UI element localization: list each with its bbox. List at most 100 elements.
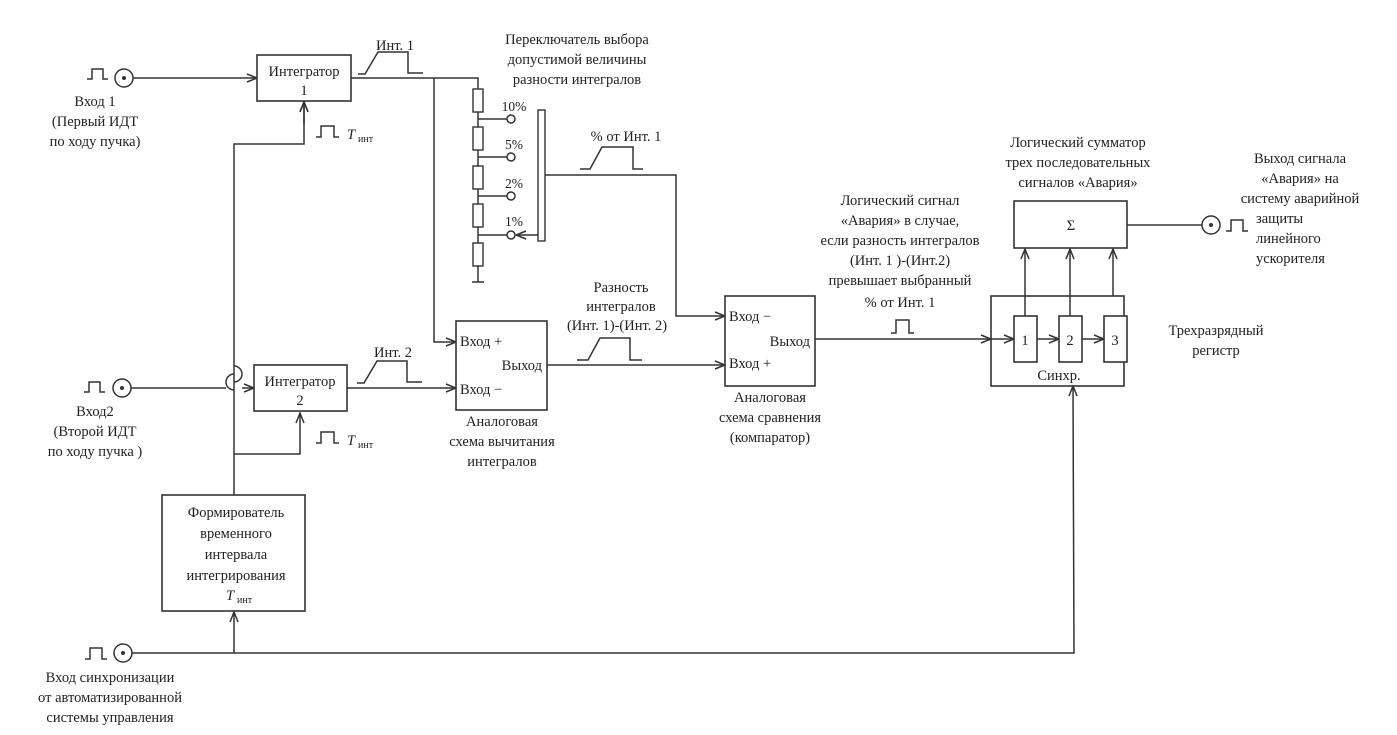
int1-gate-sub: инт — [358, 134, 374, 145]
resistor-icon — [472, 126, 484, 151]
percent-switch: Переключатель выбора допустимой величины… — [472, 32, 649, 283]
ramp-wave-icon — [580, 146, 643, 170]
pulse-icon — [84, 381, 105, 393]
diff-label-3: (Инт. 1)-(Инт. 2) — [567, 318, 667, 334]
subtractor-caption-2: схема вычитания — [449, 434, 555, 450]
tap-5-label: 5% — [505, 137, 523, 152]
resistor-icon — [472, 165, 484, 190]
switch-title-1: Переключатель выбора — [505, 32, 649, 48]
tap-2-label: 2% — [505, 176, 523, 191]
pulse-icon — [87, 68, 108, 80]
timer-T: T — [226, 588, 235, 604]
comparator-caption-2: схема сравнения — [719, 410, 821, 426]
integration-timer[interactable]: Формирователь временного интервала интег… — [161, 494, 306, 612]
alarm-note-5: превышает выбранный — [829, 273, 972, 289]
comparator-caption-1: Аналоговая — [734, 390, 806, 406]
logic-adder[interactable]: Σ — [1013, 200, 1128, 249]
connector-dot — [1209, 223, 1213, 227]
tap-1-label: 1% — [505, 214, 523, 229]
pulse-icon — [316, 431, 339, 444]
int2-gate-T: T — [347, 433, 356, 449]
output-label-2: «Авария» на — [1261, 171, 1339, 187]
input-1-desc-2: по ходу пучка) — [50, 134, 141, 150]
tap-1-terminal[interactable] — [506, 230, 516, 240]
wire-crossover-hop — [225, 373, 235, 391]
comparator-out: Выход — [770, 334, 811, 350]
wire-switch-to-comparator — [545, 174, 725, 316]
wire-sync-to-register — [132, 386, 1074, 654]
timer-box[interactable] — [161, 494, 306, 612]
int2-signal-label: Инт. 2 — [374, 345, 412, 361]
connector-dot — [122, 76, 126, 80]
switch-output-label: % от Инт. 1 — [591, 129, 662, 145]
integrator-1[interactable]: Интегратор 1 — [256, 54, 352, 102]
tap-10-label: 10% — [502, 99, 527, 114]
shift-register[interactable]: 1 2 3 Синхр. — [990, 295, 1128, 387]
integrator-1-box[interactable] — [256, 54, 352, 102]
pulse-icon — [85, 647, 107, 660]
register-cell-3-label: 3 — [1111, 333, 1118, 349]
register-caption-2: регистр — [1192, 343, 1240, 359]
int1-signal-label: Инт. 1 — [376, 38, 414, 54]
sigma-icon: Σ — [1067, 218, 1075, 234]
connector-dot — [120, 386, 124, 390]
register-sync-label: Синхр. — [1037, 368, 1080, 384]
switch-title-3: разности интегралов — [513, 72, 641, 88]
tap-5-terminal[interactable] — [506, 152, 516, 162]
subtractor-caption-3: интегралов — [467, 454, 537, 470]
resistor-icon — [472, 203, 484, 228]
integrator-2-box[interactable] — [253, 364, 348, 412]
input-2-desc-2: по ходу пучка ) — [48, 444, 143, 460]
integrator-2[interactable]: Интегратор 2 — [253, 364, 348, 412]
sync-label-1: Вход синхронизации — [46, 670, 175, 686]
comparator[interactable]: Вход − Выход Вход + — [724, 295, 816, 387]
timer-T-sub: инт — [237, 595, 253, 606]
integrator-1-label: Интегратор — [269, 64, 340, 80]
input-1-group: Вход 1 (Первый ИДТ по ходу пучка) — [50, 68, 141, 150]
subtractor[interactable]: Вход + Выход Вход − — [455, 320, 548, 411]
adder-title-3: сигналов «Авария» — [1018, 175, 1137, 191]
register-cell-2-label: 2 — [1066, 333, 1073, 349]
alarm-note-2: «Авария» в случае, — [841, 213, 960, 229]
alarm-output-group: Выход сигнала «Авария» на систему аварий… — [1201, 151, 1360, 267]
ramp-wave-icon — [357, 360, 422, 384]
timer-label-3: интервала — [205, 547, 268, 563]
output-label-5: линейного — [1256, 231, 1321, 247]
comparator-in-plus: Вход + — [729, 356, 771, 372]
resistor-icon — [472, 88, 484, 113]
output-label-3: систему аварийной — [1241, 191, 1360, 207]
adder-box[interactable] — [1013, 200, 1128, 249]
pulse-icon — [1226, 219, 1248, 232]
input-1-desc-1: (Первый ИДТ — [52, 114, 138, 130]
timer-label-2: временного — [200, 526, 272, 542]
output-label-6: ускорителя — [1256, 251, 1325, 267]
subtractor-box[interactable] — [455, 320, 548, 411]
pulse-icon — [316, 125, 339, 138]
sync-input-group: Вход синхронизации от автоматизированной… — [38, 643, 182, 726]
register-cell-3 — [1103, 315, 1128, 363]
tap-2-terminal[interactable] — [506, 191, 516, 201]
wire-crossover-hop — [233, 365, 243, 383]
register-cell-1-label: 1 — [1021, 333, 1028, 349]
comparator-caption-3: (компаратор) — [730, 430, 810, 446]
diff-label-1: Разность — [594, 280, 649, 296]
wire-timer-to-int2 — [234, 413, 300, 455]
comparator-in-minus: Вход − — [729, 309, 771, 325]
sync-label-2: от автоматизированной — [38, 690, 182, 706]
resistor-icon — [472, 242, 484, 267]
comparator-box[interactable] — [724, 295, 816, 387]
input-2-label: Вход2 — [76, 404, 114, 420]
adder-title-2: трех последовательных — [1006, 155, 1152, 171]
integrator-1-number: 1 — [300, 83, 307, 99]
subtractor-in-plus: Вход + — [460, 334, 502, 350]
connector-dot — [121, 651, 125, 655]
timer-label-4: интегрирования — [186, 568, 285, 584]
switch-wiper-bar[interactable] — [537, 109, 546, 242]
subtractor-caption-1: Аналоговая — [466, 414, 538, 430]
subtractor-in-minus: Вход − — [460, 382, 502, 398]
ramp-wave-icon — [358, 51, 423, 75]
alarm-note-6: % от Инт. 1 — [865, 295, 936, 311]
tap-10-terminal[interactable] — [506, 114, 516, 124]
int2-gate-sub: инт — [358, 440, 374, 451]
timer-label-1: Формирователь — [188, 505, 285, 521]
